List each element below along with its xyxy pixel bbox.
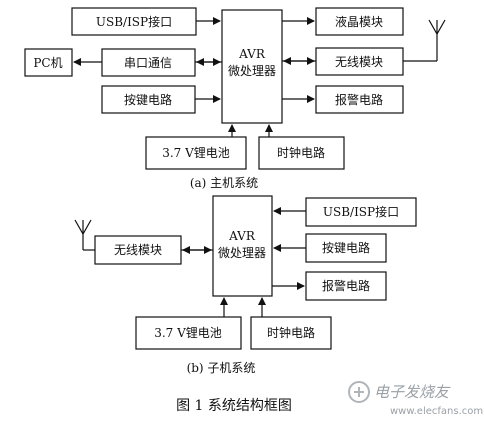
- main-clock-label: 时钟电路: [277, 145, 325, 160]
- main-alarm-box: [315, 85, 404, 114]
- figure-title: 图 1 系统结构框图: [176, 398, 292, 414]
- sub-wireless-label: 无线模块: [114, 243, 162, 257]
- sub-alarm-label: 报警电路: [322, 278, 370, 293]
- sub-battery-box: [135, 316, 242, 350]
- main-caption: (a) 主机系统: [190, 176, 258, 190]
- antenna-icon: [74, 219, 95, 251]
- sub-battery-label: 3.7 V锂电池: [154, 325, 222, 340]
- sub-clock-box: [250, 316, 332, 350]
- main-cpu-label-1: AVR: [238, 47, 266, 61]
- sub-keys-label: 按键电路: [322, 240, 370, 255]
- sub-cpu-box: [212, 195, 273, 297]
- watermark-cn: 电子发烧友: [374, 383, 451, 401]
- watermark-url: www.elecfans.com: [390, 406, 483, 417]
- main-wireless-label: 无线模块: [335, 55, 383, 69]
- main-pc-box: [24, 48, 73, 77]
- sub-cpu-label-2: 微处理器: [218, 246, 266, 260]
- main-lcd-label: 液晶模块: [335, 14, 383, 29]
- main-usb-label: USB/ISP接口: [96, 14, 172, 29]
- sub-usb-label: USB/ISP接口: [323, 204, 399, 219]
- main-lcd-box: [315, 7, 404, 36]
- sub-caption: (b) 子机系统: [187, 361, 256, 375]
- main-battery-box: [145, 136, 247, 170]
- main-cpu-box: [221, 9, 283, 124]
- sub-usb-box: [305, 197, 417, 227]
- sub-cpu-label-1: AVR: [228, 229, 256, 243]
- main-cpu-label-2: 微处理器: [228, 64, 276, 78]
- main-serial-label: 串口通信: [124, 56, 172, 70]
- watermark-logo-icon: [348, 381, 370, 403]
- antenna-icon: [403, 19, 446, 62]
- sub-alarm-box: [305, 271, 387, 301]
- watermark: 电子发烧友 www.elecfans.com: [348, 381, 483, 417]
- sub-system: AVR 微处理器 无线模块 USB/ISP接口 按键电路 报警电路 3.7 V锂…: [74, 195, 417, 375]
- main-wireless-box: [315, 47, 404, 76]
- main-usb-box: [71, 7, 197, 36]
- sub-keys-box: [305, 233, 387, 263]
- main-pc-label: PC机: [33, 56, 62, 70]
- main-clock-box: [258, 136, 345, 170]
- main-serial-box: [101, 48, 196, 77]
- main-keys-label: 按键电路: [124, 92, 172, 107]
- sub-clock-label: 时钟电路: [267, 325, 315, 340]
- main-alarm-label: 报警电路: [335, 92, 383, 107]
- main-system: AVR 微处理器 USB/ISP接口 串口通信 PC机 按键电路 液晶模块 无线…: [24, 7, 446, 190]
- main-battery-label: 3.7 V锂电池: [162, 145, 230, 160]
